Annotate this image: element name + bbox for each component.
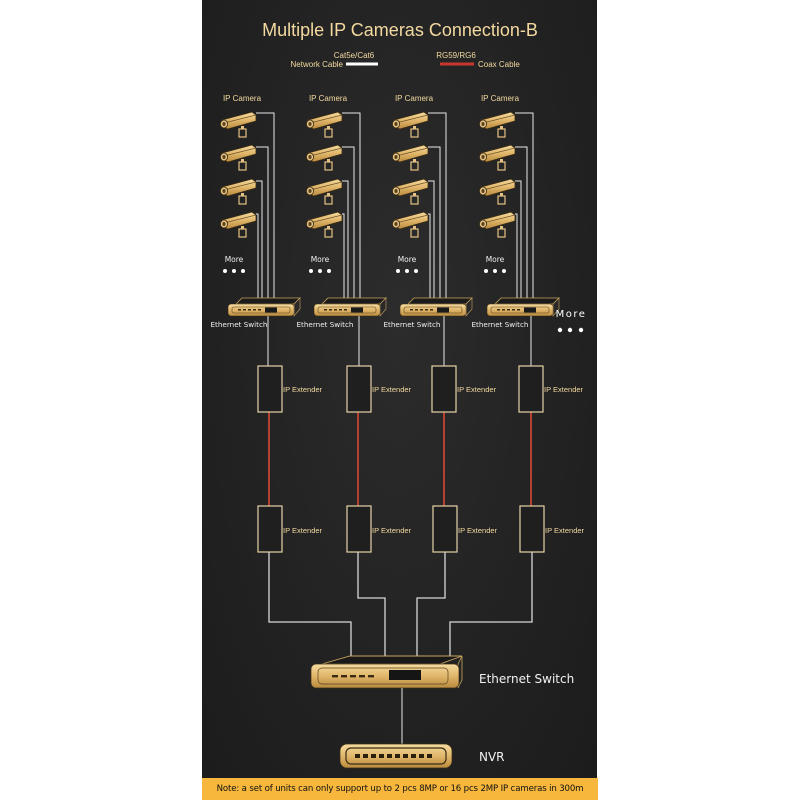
ethernet-switch-label: Ethernet Switch bbox=[210, 320, 267, 329]
ip-extender-top-4 bbox=[518, 365, 544, 413]
network-cable-swatch bbox=[346, 62, 378, 66]
ethernet-switch-label: Ethernet Switch bbox=[383, 320, 440, 329]
camera-group-4: IP Camera More Ethernet Switch bbox=[471, 94, 560, 329]
camera-icon bbox=[478, 178, 516, 205]
camera-icon bbox=[219, 178, 257, 205]
ip-camera-label: IP Camera bbox=[481, 94, 520, 103]
camera-icon bbox=[391, 178, 429, 205]
ip-extender-label: IP Extender bbox=[372, 385, 412, 394]
camera-group-2: IP Camera More Ethernet Switch bbox=[296, 94, 387, 329]
more-dots bbox=[484, 269, 506, 273]
nvr-label: NVR bbox=[479, 750, 505, 764]
more-dots bbox=[309, 269, 331, 273]
diagram-title: Multiple IP Cameras Connection-B bbox=[262, 20, 538, 40]
ip-extender-bottom-4 bbox=[519, 505, 545, 553]
more-dots bbox=[223, 269, 245, 273]
network-cable-label: Network Cable bbox=[291, 60, 344, 69]
ethernet-switch-label: Ethernet Switch bbox=[471, 320, 528, 329]
camera-icon bbox=[305, 211, 343, 238]
camera-icon bbox=[305, 144, 343, 171]
ip-extender-label: IP Extender bbox=[283, 526, 323, 535]
ip-extender-top-1 bbox=[257, 365, 283, 413]
camera-icon bbox=[219, 111, 257, 138]
coax-cable-type: RG59/RG6 bbox=[436, 51, 476, 60]
camera-icon bbox=[391, 111, 429, 138]
more-dots bbox=[396, 269, 418, 273]
camera-icon bbox=[478, 111, 516, 138]
ip-extender-label: IP Extender bbox=[458, 526, 498, 535]
camera-icon bbox=[305, 178, 343, 205]
ip-extender-label: IP Extender bbox=[544, 385, 584, 394]
camera-icon bbox=[305, 111, 343, 138]
camera-icon bbox=[478, 144, 516, 171]
ip-extender-label: IP Extender bbox=[545, 526, 585, 535]
main-ethernet-switch bbox=[310, 655, 463, 689]
camera-group-1: IP Camera More Ethernet Switch bbox=[210, 94, 301, 329]
camera-group-3: IP Camera More Ethernet Switch bbox=[383, 94, 473, 329]
ip-extender-bottom-2 bbox=[346, 505, 372, 553]
ethernet-switch-icon bbox=[313, 297, 387, 317]
ip-extender-top-2 bbox=[346, 365, 372, 413]
note-bar: Note: a set of units can only support up… bbox=[202, 778, 598, 800]
ethernet-switch-icon bbox=[486, 297, 560, 317]
ip-camera-label: IP Camera bbox=[395, 94, 434, 103]
camera-icon bbox=[219, 144, 257, 171]
ip-extender-bottom-3 bbox=[432, 505, 458, 553]
more-cameras-label: More bbox=[486, 255, 505, 264]
ip-extender-label: IP Extender bbox=[372, 526, 412, 535]
camera-icon bbox=[391, 144, 429, 171]
network-cable-type: Cat5e/Cat6 bbox=[334, 51, 375, 60]
camera-icon bbox=[219, 211, 257, 238]
coax-cable-swatch bbox=[440, 62, 474, 66]
ip-extender-label: IP Extender bbox=[283, 385, 323, 394]
coax-cable-label: Coax Cable bbox=[478, 60, 520, 69]
camera-icon bbox=[478, 211, 516, 238]
ethernet-switch-label: Ethernet Switch bbox=[296, 320, 353, 329]
more-groups-dots bbox=[557, 327, 584, 333]
ethernet-switch-icon bbox=[227, 297, 301, 317]
more-cameras-label: More bbox=[398, 255, 417, 264]
more-cameras-label: More bbox=[225, 255, 244, 264]
more-cameras-label: More bbox=[311, 255, 330, 264]
ip-camera-label: IP Camera bbox=[309, 94, 348, 103]
ip-extender-top-3 bbox=[431, 365, 457, 413]
ethernet-switch-icon bbox=[399, 297, 473, 317]
ip-extender-bottom-1 bbox=[257, 505, 283, 553]
ip-extender-label: IP Extender bbox=[457, 385, 497, 394]
more-groups-label: More bbox=[556, 309, 587, 320]
ip-camera-label: IP Camera bbox=[223, 94, 262, 103]
main-ethernet-switch-label: Ethernet Switch bbox=[479, 672, 574, 686]
camera-icon bbox=[391, 211, 429, 238]
nvr-device bbox=[339, 743, 453, 769]
